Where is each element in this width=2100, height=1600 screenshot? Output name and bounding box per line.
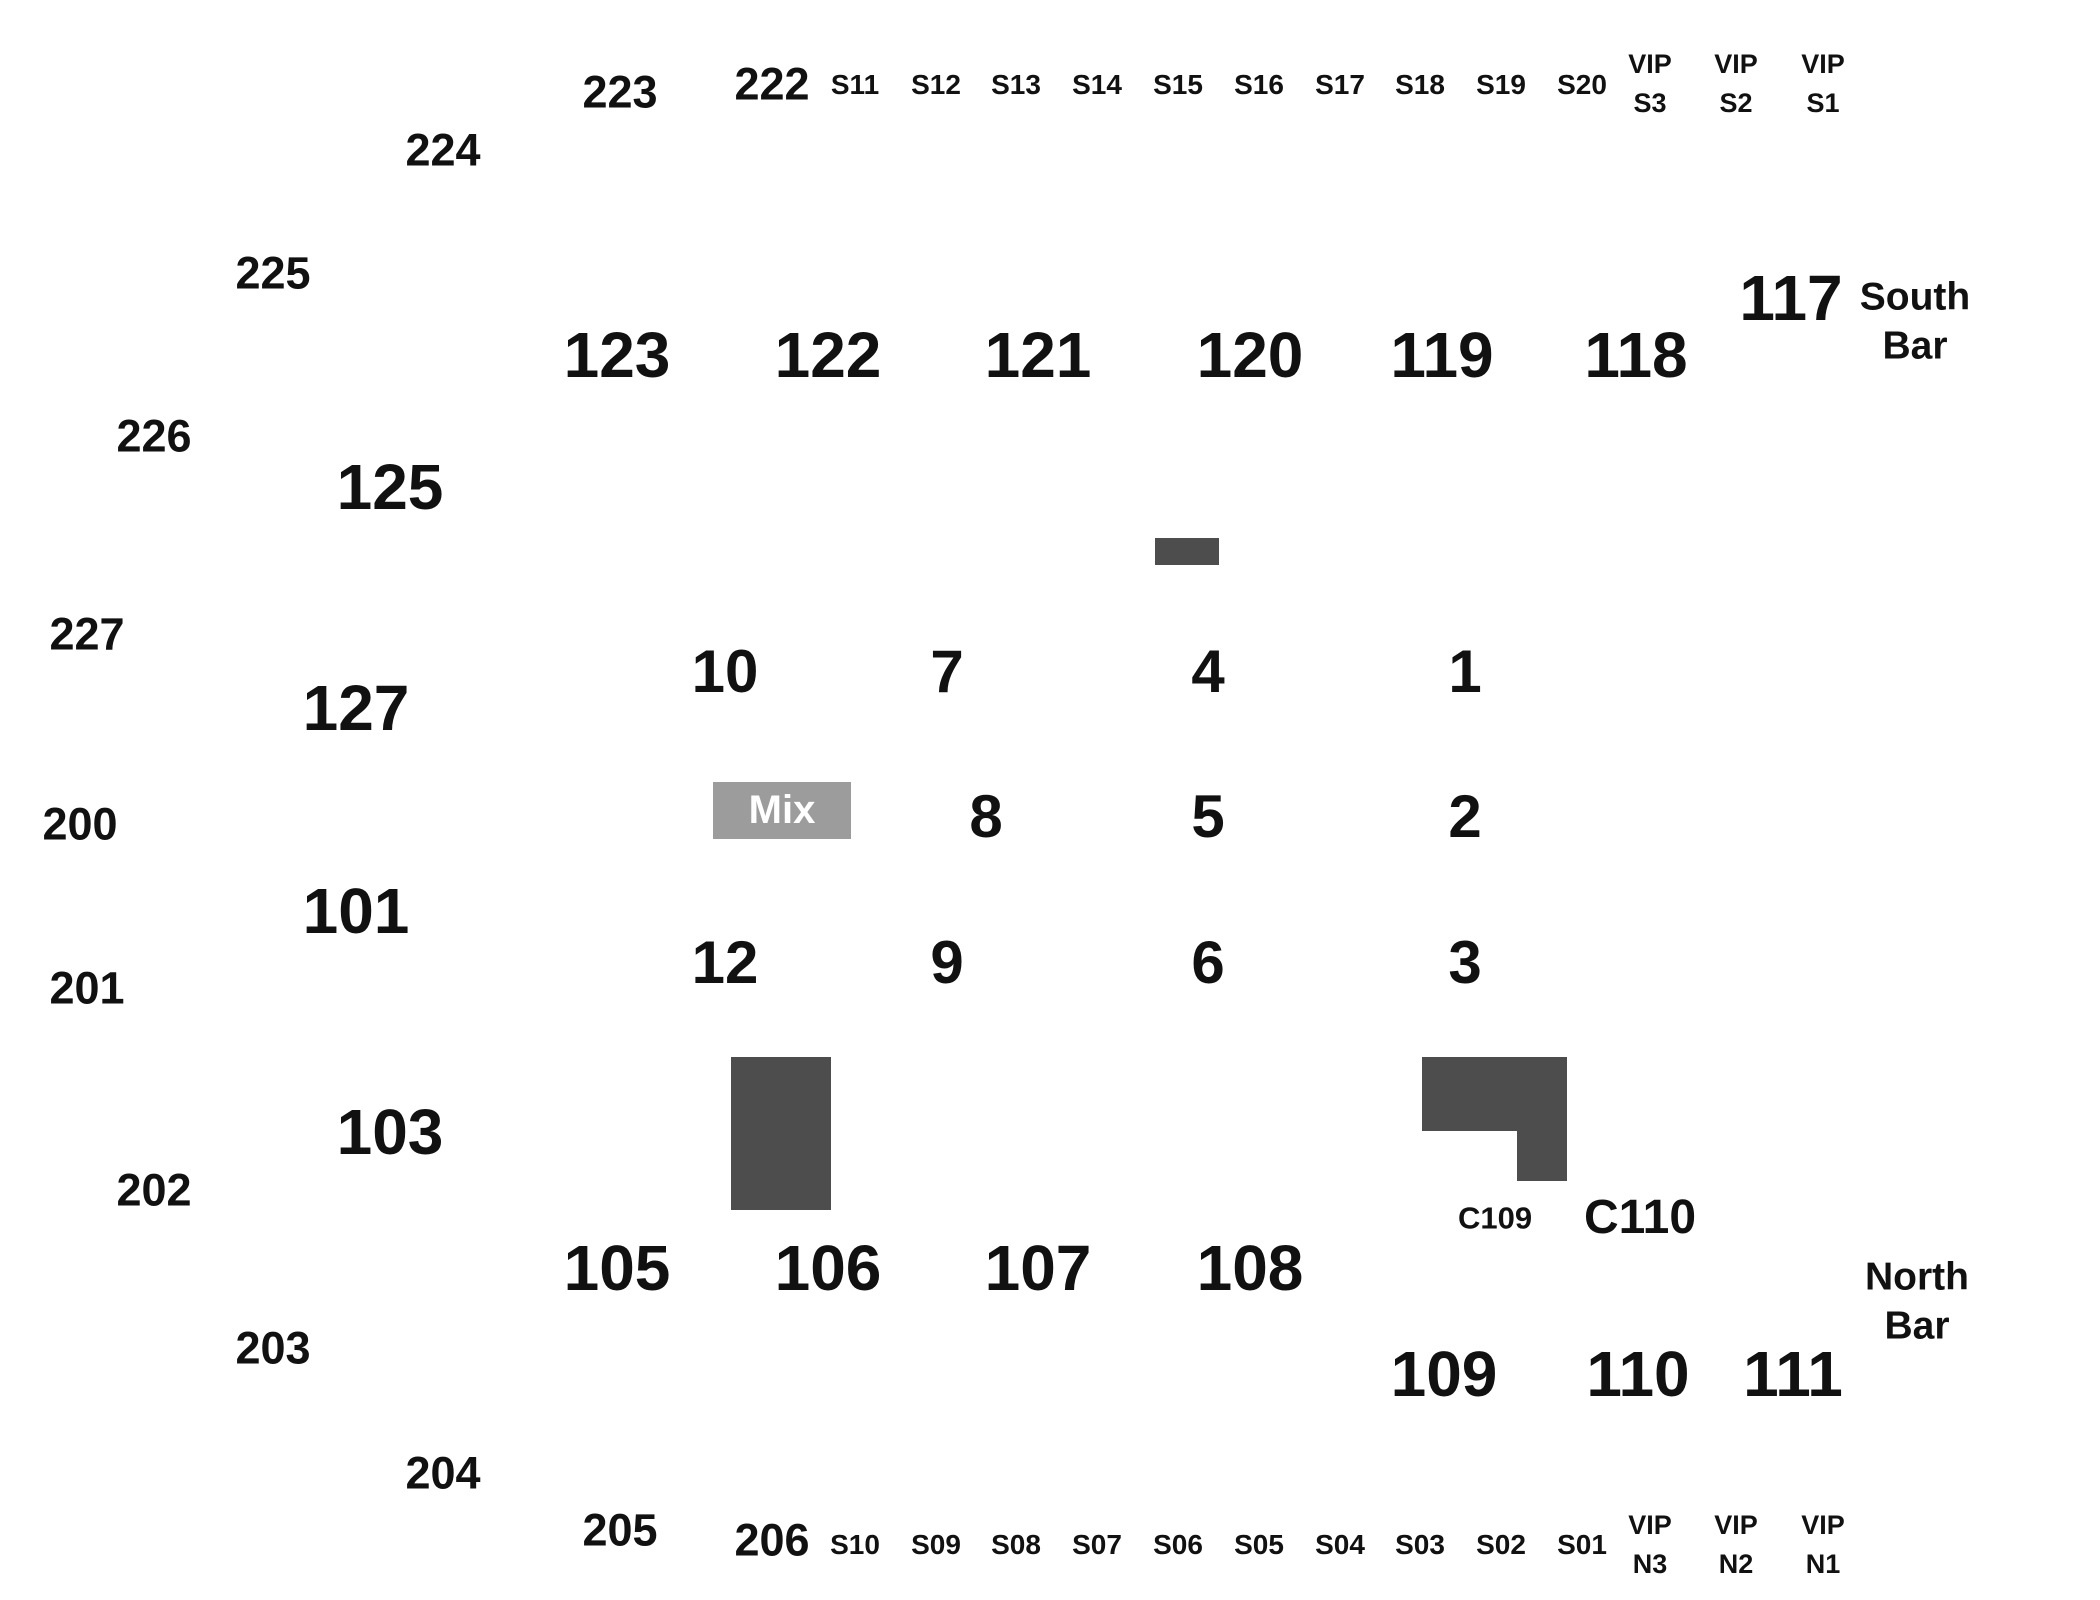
suite-s19[interactable]: S19 [1476, 69, 1526, 100]
section-123[interactable]: 123 [563, 319, 671, 391]
section-206[interactable]: 206 [734, 1514, 810, 1566]
north-bar-line1: North [1865, 1255, 1969, 1299]
suite-s13[interactable]: S13 [991, 69, 1041, 100]
section-224[interactable]: 224 [405, 124, 481, 176]
table-8[interactable]: 8 [969, 783, 1003, 850]
section-119[interactable]: 119 [1390, 319, 1494, 391]
vip-number: S2 [1719, 88, 1753, 118]
section-103[interactable]: 103 [336, 1096, 444, 1168]
vip-label: VIP [1714, 48, 1758, 79]
suite-s08[interactable]: S08 [991, 1529, 1041, 1560]
vip-label: VIP [1801, 48, 1845, 79]
section-118[interactable]: 118 [1584, 319, 1688, 391]
top-stage-block [1155, 538, 1219, 565]
right-l-block-leg [1517, 1057, 1567, 1181]
section-125[interactable]: 125 [336, 451, 444, 523]
section-222[interactable]: 222 [734, 58, 810, 110]
section-121[interactable]: 121 [984, 319, 1092, 391]
section-202[interactable]: 202 [116, 1164, 192, 1216]
section-110[interactable]: 110 [1586, 1338, 1690, 1410]
suite-s04[interactable]: S04 [1315, 1529, 1365, 1560]
section-109[interactable]: 109 [1390, 1338, 1498, 1410]
section-227[interactable]: 227 [49, 608, 125, 660]
section-111[interactable]: 111 [1743, 1338, 1843, 1410]
suite-s05[interactable]: S05 [1234, 1529, 1284, 1560]
vip-label: VIP [1801, 1509, 1845, 1540]
section-226[interactable]: 226 [116, 410, 192, 462]
vip-label: VIP [1628, 48, 1672, 79]
suite-s09[interactable]: S09 [911, 1529, 961, 1560]
vip-suite-n1[interactable]: VIP N1 [1801, 1506, 1845, 1584]
section-223[interactable]: 223 [582, 66, 658, 118]
suite-s07[interactable]: S07 [1072, 1529, 1122, 1560]
section-c110[interactable]: C110 [1583, 1191, 1697, 1244]
suite-s10[interactable]: S10 [830, 1529, 880, 1560]
vip-label: VIP [1714, 1509, 1758, 1540]
suite-s12[interactable]: S12 [911, 69, 961, 100]
table-12[interactable]: 12 [691, 929, 759, 996]
suite-s03[interactable]: S03 [1395, 1529, 1445, 1560]
vip-suite-n3[interactable]: VIP N3 [1628, 1506, 1672, 1584]
vip-number: S3 [1633, 88, 1667, 118]
north-bar-line2: Bar [1884, 1304, 1950, 1347]
north-bar-label: North Bar [1865, 1253, 1969, 1351]
table-4[interactable]: 4 [1191, 638, 1225, 705]
suite-s16[interactable]: S16 [1234, 69, 1284, 100]
mix-booth[interactable]: Mix [713, 782, 851, 839]
table-1[interactable]: 1 [1448, 638, 1482, 705]
section-108[interactable]: 108 [1196, 1232, 1304, 1304]
table-7[interactable]: 7 [930, 638, 964, 705]
section-225[interactable]: 225 [235, 247, 311, 299]
section-117[interactable]: 117 [1739, 262, 1843, 334]
section-101[interactable]: 101 [302, 875, 410, 947]
vip-number: N3 [1632, 1549, 1668, 1579]
section-203[interactable]: 203 [235, 1322, 311, 1374]
suite-s15[interactable]: S15 [1153, 69, 1203, 100]
suite-s18[interactable]: S18 [1395, 69, 1445, 100]
section-205[interactable]: 205 [582, 1504, 658, 1556]
vip-suite-s3[interactable]: VIP S3 [1628, 45, 1672, 123]
section-122[interactable]: 122 [774, 319, 882, 391]
suite-s11[interactable]: S11 [830, 69, 880, 100]
section-c109[interactable]: C109 [1457, 1200, 1533, 1236]
section-204[interactable]: 204 [405, 1447, 481, 1499]
table-2[interactable]: 2 [1448, 783, 1482, 850]
suite-s14[interactable]: S14 [1072, 69, 1122, 100]
south-bar-line2: Bar [1882, 324, 1948, 367]
suite-s02[interactable]: S02 [1476, 1529, 1526, 1560]
section-105[interactable]: 105 [563, 1232, 671, 1304]
south-bar-label: South Bar [1860, 273, 1970, 371]
suite-s06[interactable]: S06 [1153, 1529, 1203, 1560]
section-127[interactable]: 127 [302, 672, 410, 744]
vip-suite-s1[interactable]: VIP S1 [1801, 45, 1845, 123]
section-107[interactable]: 107 [984, 1232, 1092, 1304]
suite-s17[interactable]: S17 [1315, 69, 1365, 100]
section-201[interactable]: 201 [49, 962, 125, 1014]
table-3[interactable]: 3 [1448, 929, 1482, 996]
table-5[interactable]: 5 [1191, 783, 1225, 850]
left-tower-block [731, 1057, 831, 1210]
section-106[interactable]: 106 [774, 1232, 882, 1304]
vip-number: N1 [1805, 1549, 1841, 1579]
table-9[interactable]: 9 [930, 929, 964, 996]
vip-number: S1 [1806, 88, 1840, 118]
section-200[interactable]: 200 [42, 798, 118, 850]
section-120[interactable]: 120 [1196, 319, 1304, 391]
table-10[interactable]: 10 [691, 638, 759, 705]
table-6[interactable]: 6 [1191, 929, 1225, 996]
vip-number: N2 [1718, 1549, 1754, 1579]
suite-s20[interactable]: S20 [1557, 69, 1607, 100]
vip-suite-n2[interactable]: VIP N2 [1714, 1506, 1758, 1584]
vip-suite-s2[interactable]: VIP S2 [1714, 45, 1758, 123]
vip-label: VIP [1628, 1509, 1672, 1540]
suite-s01[interactable]: S01 [1557, 1529, 1607, 1560]
south-bar-line1: South [1859, 275, 1971, 319]
